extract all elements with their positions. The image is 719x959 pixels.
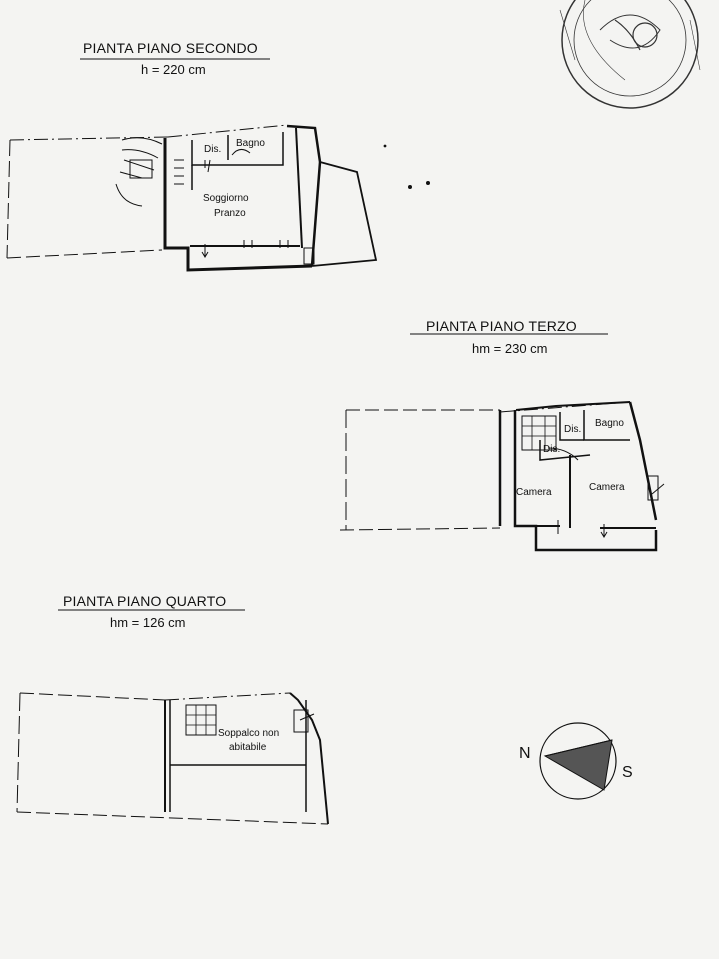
plan-second-height: h = 220 cm <box>141 62 206 77</box>
compass-south-label: S <box>622 764 633 781</box>
room-bagno-second: Bagno <box>236 138 265 149</box>
room-soppalco-line1: Soppalco non <box>218 728 280 739</box>
plan-third-height: hm = 230 cm <box>472 341 548 356</box>
room-bagno-third: Bagno <box>595 418 624 429</box>
plan-second-title: PIANTA PIANO SECONDO <box>83 40 258 56</box>
room-camera-1: Camera <box>516 487 552 498</box>
room-camera-2: Camera <box>589 482 625 493</box>
compass-rose <box>539 722 617 800</box>
plan-fourth-title: PIANTA PIANO QUARTO <box>63 593 227 609</box>
plan-third-floor <box>339 401 665 552</box>
compass-north-label: N <box>519 745 531 762</box>
room-soggiorno: Soggiorno <box>203 193 249 204</box>
plan-fourth-height: hm = 126 cm <box>110 615 186 630</box>
room-soppalco-line2: abitabile <box>229 742 267 753</box>
room-dis-second: Dis. <box>204 144 222 155</box>
plan-fourth-floor <box>16 692 329 825</box>
plan-third-title: PIANTA PIANO TERZO <box>426 318 577 334</box>
room-dis-third-1: Dis. <box>564 424 582 435</box>
room-pranzo: Pranzo <box>214 208 246 219</box>
stamp-seal <box>559 0 701 109</box>
plan-second-floor <box>6 124 378 272</box>
room-dis-third-2: Dis. <box>543 444 561 455</box>
specks-1 <box>383 144 430 189</box>
